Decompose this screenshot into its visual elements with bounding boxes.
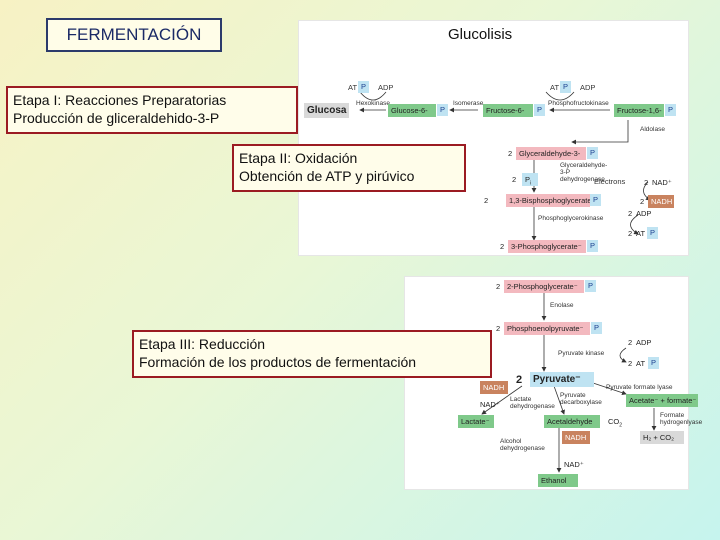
atp-label: AT [636, 229, 646, 238]
phosphate-box: P [358, 81, 369, 93]
glycolysis-panel: Glucolisis AT P ADP AT P ADP Glucosa Hex… [298, 20, 689, 256]
stage-2-line-2: Obtención de ATP y pirúvico [239, 168, 415, 184]
atp-coefficient: 2 [628, 359, 633, 368]
atp-label: AT [636, 359, 646, 368]
inorganic-phosphate-node: Pi [522, 173, 538, 187]
acetaldehyde-node: Acetaldehyde [544, 415, 600, 428]
glucose-6-phosphate-node: Glucose-6- [388, 104, 436, 117]
phosphate-box: P [665, 104, 676, 116]
phosphate-box: P [591, 322, 602, 334]
atp-coefficient: 2 [628, 229, 633, 238]
3-phosphoglycerate-node: 3-Phosphoglycerate⁻ [508, 240, 586, 253]
pg3-coefficient: 2 [500, 242, 505, 251]
phosphate-box: P [648, 357, 659, 369]
pyruvate-coefficient: 2 [516, 374, 523, 386]
pi-coefficient: 2 [512, 175, 517, 184]
g3p-coefficient: 2 [508, 149, 513, 158]
phosphate-box: P [587, 240, 598, 252]
acetate-formate-node: Acetate⁻ + formate⁻ [626, 394, 698, 407]
ethanol-node: Ethanol [538, 474, 578, 487]
stage-3-line-1: Etapa III: Reducción [139, 336, 266, 352]
nadh-node: NADH [648, 195, 674, 208]
nadh-node: NADH [562, 431, 590, 444]
stage-1-line-1: Etapa I: Reacciones Preparatorias [13, 92, 227, 108]
stage-1-callout: Etapa I: Reacciones Preparatorias Produc… [6, 86, 298, 134]
phosphate-box: P [585, 280, 596, 292]
stage-3-line-2: Formación de los productos de fermentaci… [139, 354, 417, 370]
lactate-node: Lactate⁻ [458, 415, 494, 428]
phosphoenolpyruvate-node: Phosphoenolpyruvate⁻ [504, 322, 590, 335]
phosphate-box: P [560, 81, 571, 93]
glycolysis-arrows [359, 91, 651, 241]
nad-label: NAD⁺ [480, 400, 500, 409]
enolase-label: Enolase [550, 302, 574, 309]
fructose-1-6-bisphosphate-node: Fructose-1,6- [614, 104, 664, 117]
adp-label: ADP [636, 209, 652, 218]
adp-label-1: ADP [378, 83, 394, 92]
page-title: FERMENTACIÓN [46, 18, 222, 52]
panel-title: Glucolisis [448, 26, 513, 43]
phosphate-box: P [590, 194, 601, 206]
nadh-node: NADH [480, 381, 508, 394]
stage-3-callout: Etapa III: Reducción Formación de los pr… [132, 330, 492, 378]
adp-coefficient: 2 [628, 209, 633, 218]
nad-coefficient: 2 [644, 178, 649, 187]
alcohol-dehydrogenase-label: Alcohol dehydrogenase [500, 438, 545, 452]
hexokinase-label: Hexokinase [356, 100, 390, 107]
pyruvate-kinase-label: Pyruvate kinase [558, 350, 605, 357]
h2-co2-node: H₂ + CO₂ [640, 431, 684, 444]
pyruvate-decarboxylase-label: Pyruvate decarboxylase [560, 392, 602, 406]
fructose-6-phosphate-node: Fructose-6- [483, 104, 533, 117]
formate-hydrogenlyase-label: Formate hydrogenlyase [660, 412, 703, 426]
g3p-dehydrogenase-label: Glyceraldehyde-3-P dehydrogenase [560, 162, 608, 183]
co2-label: CO2 [608, 417, 623, 429]
lactate-dehydrogenase-label: Lactate dehydrogenase [510, 396, 555, 410]
phosphate-box: P [647, 227, 658, 239]
electrons-label: Electrons [594, 177, 626, 186]
pep-coefficient: 2 [496, 324, 501, 333]
glucose-node: Glucosa [304, 103, 350, 118]
nad-label: NAD⁺ [652, 178, 672, 187]
stage-2-line-1: Etapa II: Oxidación [239, 150, 358, 166]
fermentation-panel: 2 2-Phosphoglycerate⁻ P Enolase 2 Phosph… [404, 276, 702, 490]
bisphosphoglycerate-node: 1,3-Bisphosphoglycerate [506, 194, 592, 207]
phosphoglycerokinase-label: Phosphoglycerokinase [538, 215, 604, 222]
atp-label-2: AT [550, 83, 560, 92]
adp-label-2: ADP [580, 83, 596, 92]
adp-coefficient: 2 [628, 338, 633, 347]
stage-2-callout: Etapa II: Oxidación Obtención de ATP y p… [232, 144, 466, 192]
atp-label-1: AT [348, 83, 358, 92]
stage-1-line-2: Producción de gliceraldehido-3-P [13, 110, 220, 126]
pyruvate-formate-lyase-label: Pyruvate formate lyase [606, 384, 673, 391]
bpg-coefficient: 2 [484, 196, 489, 205]
phosphofructokinase-label: Phosphofructokinase [548, 100, 609, 107]
isomerase-label: Isomerase [453, 100, 484, 107]
adp-label: ADP [636, 338, 652, 347]
pyruvate-node: Pyruvate⁻ [530, 372, 594, 387]
phosphate-box: P [534, 104, 545, 116]
pg2-coefficient: 2 [496, 282, 501, 291]
nad-label: NAD⁺ [564, 460, 584, 469]
glyceraldehyde-3-phosphate-node: Glyceraldehyde-3- [516, 147, 586, 160]
nadh-coefficient: 2 [640, 197, 645, 206]
aldolase-label: Aldolase [640, 126, 665, 133]
phosphate-box: P [587, 147, 598, 159]
phosphate-box: P [437, 104, 448, 116]
2-phosphoglycerate-node: 2-Phosphoglycerate⁻ [504, 280, 584, 293]
